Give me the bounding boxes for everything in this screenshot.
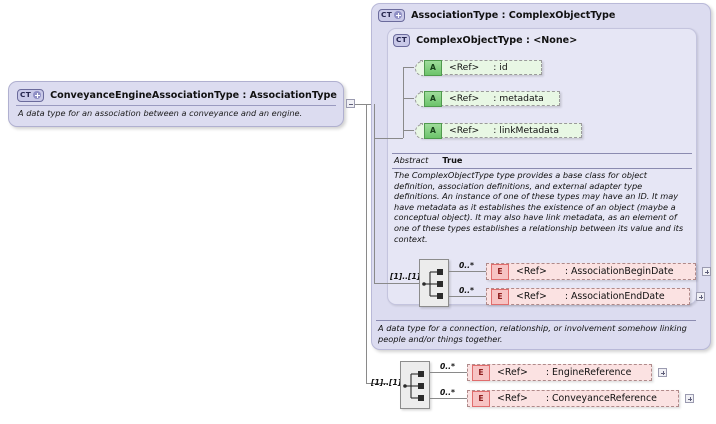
element-ref-label: <Ref> [516,291,547,302]
attribute-name-label: : id [493,62,508,73]
element-badge-icon: E [472,390,490,407]
connector-line [449,296,487,297]
attribute-tab [415,61,423,76]
connector-line [374,138,375,283]
element-node-association-begin-date[interactable]: E <Ref> : AssociationBeginDate [486,263,696,280]
root-complex-type-box[interactable]: CT ConveyanceEngineAssociationType : Ass… [8,81,344,127]
connector-line [449,271,487,272]
complex-object-type-title-row: CT ComplexObjectType : <None> [393,32,577,48]
attribute-node-linkmetadata[interactable]: A <Ref> : linkMetadata [415,122,582,139]
attribute-badge-icon: A [424,59,442,76]
root-sequence-cardinality: [1]..[1] [371,378,402,387]
divider [376,320,696,321]
attribute-node-id[interactable]: A <Ref> : id [415,59,542,76]
connector-line [366,383,388,384]
element-name-label: : AssociationBeginDate [564,266,674,277]
element-occurrence: 0..* [459,286,475,295]
connector-line [430,398,468,399]
element-node-association-end-date[interactable]: E <Ref> : AssociationEndDate [486,288,690,305]
association-type-documentation: A data type for a connection, relationsh… [378,323,687,344]
complex-object-type-title: ComplexObjectType : <None> [416,34,578,46]
attribute-node-metadata[interactable]: A <Ref> : metadata [415,90,560,107]
element-name-label: : ConveyanceReference [545,393,657,404]
element-ref-label: <Ref> [516,266,547,277]
plus-circle-icon[interactable] [33,91,42,99]
attribute-name-label: : linkMetadata [493,125,560,136]
association-type-title-row: CT AssociationType : ComplexObjectType [378,7,615,23]
complex-type-badge-icon: CT [393,33,411,47]
root-type-title: ConveyanceEngineAssociationType : Associ… [50,89,337,101]
element-expand-toggle[interactable] [685,394,694,403]
connector-line [430,372,468,373]
abstract-label: Abstract [394,155,429,165]
element-ref-label: <Ref> [497,393,528,404]
connector-line [403,67,404,138]
element-node-conveyance-reference[interactable]: E <Ref> : ConveyanceReference [467,390,679,407]
attribute-badge-icon: A [424,122,442,139]
association-type-doc-panel: A data type for a connection, relationsh… [376,320,696,346]
element-expand-toggle[interactable] [702,267,711,276]
abstract-row: Abstract True [394,155,462,165]
connector-line [403,67,414,68]
root-sequence-node[interactable] [400,361,430,409]
divider [392,153,692,154]
element-occurrence: 0..* [459,261,475,270]
root-type-documentation: A data type for an association between a… [18,108,303,118]
divider [392,168,692,169]
association-type-title: AssociationType : ComplexObjectType [411,9,616,21]
element-occurrence: 0..* [440,388,456,397]
complex-object-type-doc-panel: Abstract True The ComplexObjectType type… [392,153,692,248]
abstract-value: True [442,155,463,165]
attribute-ref-label: <Ref> [449,93,480,104]
association-sequence-cardinality: [1]..[1] [390,272,421,281]
connector-line [355,104,367,105]
attribute-tab [415,92,423,107]
element-badge-icon: E [491,288,509,305]
divider [16,105,336,106]
attribute-ref-label: <Ref> [449,62,480,73]
attribute-badge-icon: A [424,90,442,107]
connector-line [374,138,403,139]
connector-line [366,104,374,105]
plus-circle-icon[interactable] [394,11,403,19]
root-type-title-row: CT ConveyanceEngineAssociationType : Ass… [17,87,337,103]
connector-line [374,283,419,284]
element-badge-icon: E [491,263,509,280]
connector-line [366,104,367,383]
connector-line [403,130,414,131]
element-occurrence: 0..* [440,362,456,371]
element-expand-toggle[interactable] [696,292,705,301]
complex-type-badge-icon: CT [378,8,406,22]
attribute-ref-label: <Ref> [449,125,480,136]
complex-object-type-documentation: The ComplexObjectType type provides a ba… [394,170,684,244]
sequence-icon [422,269,443,299]
element-node-engine-reference[interactable]: E <Ref> : EngineReference [467,364,652,381]
complex-type-badge-icon: CT [17,88,45,102]
attribute-name-label: : metadata [493,93,544,104]
element-badge-icon: E [472,364,490,381]
association-sequence-node[interactable] [419,259,449,307]
sequence-icon [403,371,424,401]
element-expand-toggle[interactable] [658,368,667,377]
root-collapse-toggle[interactable] [346,99,355,108]
element-name-label: : EngineReference [545,367,632,378]
connector-line [374,104,375,138]
element-name-label: : AssociationEndDate [564,291,665,302]
connector-line [403,98,414,99]
attribute-tab [415,124,423,139]
element-ref-label: <Ref> [497,367,528,378]
